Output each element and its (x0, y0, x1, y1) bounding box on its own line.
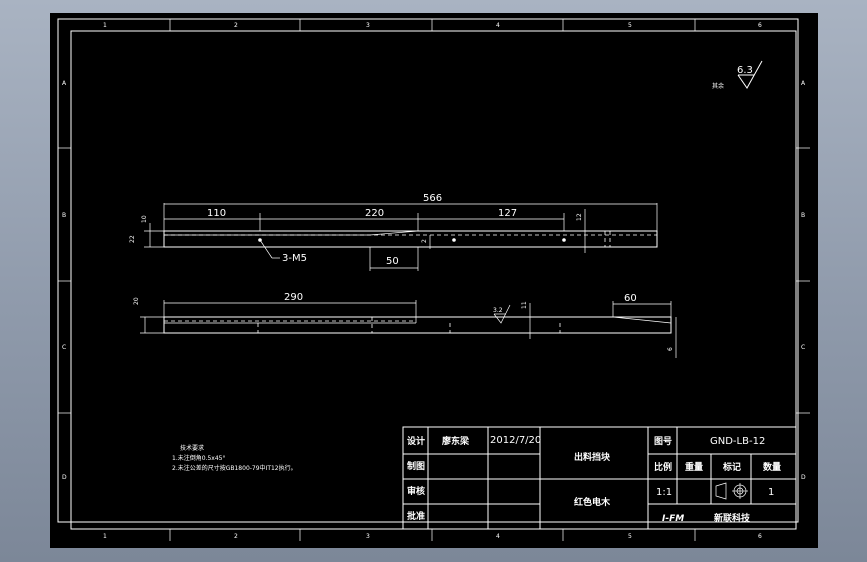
roughness-label: 其余 (712, 82, 724, 90)
dim-566: 566 (423, 193, 442, 204)
tb-drawing-no: GND-LB-12 (710, 436, 765, 447)
dim-50: 50 (386, 256, 399, 267)
tb-approve-label: 批准 (407, 510, 425, 522)
tb-draw-label: 制图 (407, 460, 425, 472)
technical-notes: 技术要求 1.未注倒角0.5x45° 2.未注公差的尺寸按GB1800-79中I… (172, 444, 297, 472)
dim-290: 290 (284, 292, 303, 303)
zone-row-left-b: B (62, 212, 66, 219)
zone-col-bottom-1: 1 (103, 533, 107, 540)
zone-ticks (58, 19, 810, 541)
zone-row-right-d: D (801, 474, 806, 481)
dim-12: 12 (576, 213, 583, 221)
company-logo: I-FM (662, 514, 684, 524)
cad-drawing: 1 2 3 4 5 6 1 2 3 4 5 6 A B C D A B C D … (57, 18, 810, 541)
notes-line-1: 1.未注倒角0.5x45° (172, 454, 225, 462)
side-view-outline (163, 316, 672, 334)
zone-col-bottom-3: 3 (366, 533, 370, 540)
zone-col-bottom-6: 6 (758, 533, 762, 540)
zone-col-top-3: 3 (366, 22, 370, 29)
tb-drawing-no-label: 图号 (654, 436, 672, 447)
dim-10: 10 (141, 215, 148, 223)
zone-row-left-d: D (62, 474, 67, 481)
hole-callout: 3-M5 (282, 253, 307, 264)
tb-marking-label: 标记 (722, 461, 741, 473)
tb-designer: 廖东梁 (442, 435, 470, 447)
zone-row-right-c: C (801, 344, 805, 351)
zone-col-top-4: 4 (496, 22, 500, 29)
roughness-value: 6.3 (737, 65, 753, 76)
dim-22: 22 (129, 235, 136, 243)
notes-line-2: 2.未注公差的尺寸按GB1800-79中IT12执行。 (172, 464, 297, 472)
dim-220: 220 (365, 208, 384, 219)
side-roughness: 3.2 (493, 307, 503, 314)
tb-material: 红色电木 (574, 496, 611, 508)
tb-review-label: 审核 (407, 485, 425, 497)
zone-col-top-5: 5 (628, 22, 632, 29)
tb-part-name: 出料挡块 (574, 451, 611, 463)
tb-design-label: 设计 (407, 435, 425, 447)
zone-row-right-a: A (801, 80, 806, 87)
title-block: 设计 廖东梁 2012/7/20 制图 审核 批准 出料挡块 红色电木 图号 G… (402, 426, 797, 530)
zone-row-left-a: A (62, 80, 67, 87)
dim-20: 20 (133, 297, 140, 305)
dim-6: 6 (667, 347, 674, 351)
dim-2: 2 (421, 239, 428, 243)
general-roughness-symbol: 其余 6.3 (712, 60, 763, 90)
tb-weight-label: 重量 (685, 461, 703, 473)
tb-date: 2012/7/20 (490, 435, 541, 446)
dim-11: 11 (521, 301, 528, 309)
zone-col-bottom-5: 5 (628, 533, 632, 540)
tb-scale-label: 比例 (654, 461, 672, 473)
zone-row-left-c: C (62, 344, 66, 351)
zone-col-top-2: 2 (234, 22, 238, 29)
tb-quantity-label: 数量 (763, 461, 781, 473)
dim-127: 127 (498, 208, 517, 219)
zone-col-bottom-2: 2 (234, 533, 238, 540)
tb-quantity-value: 1 (768, 487, 774, 498)
zone-col-top-1: 1 (103, 22, 107, 29)
dim-110: 110 (207, 208, 226, 219)
side-view: 290 20 60 11 6 3.2 (133, 292, 677, 358)
projection-symbol (715, 482, 748, 500)
top-view: 566 110 220 127 10 22 12 2 50 3-M5 (129, 193, 658, 271)
notes-title: 技术要求 (180, 444, 204, 452)
dim-60: 60 (624, 293, 637, 304)
zone-row-right-b: B (801, 212, 805, 219)
tb-company: 新联科技 (714, 512, 751, 524)
zone-col-top-6: 6 (758, 22, 762, 29)
drawing-canvas[interactable]: 1 2 3 4 5 6 1 2 3 4 5 6 A B C D A B C D … (50, 13, 818, 548)
top-view-outline (163, 230, 658, 248)
zone-col-bottom-4: 4 (496, 533, 500, 540)
tb-scale-value: 1:1 (656, 487, 672, 498)
